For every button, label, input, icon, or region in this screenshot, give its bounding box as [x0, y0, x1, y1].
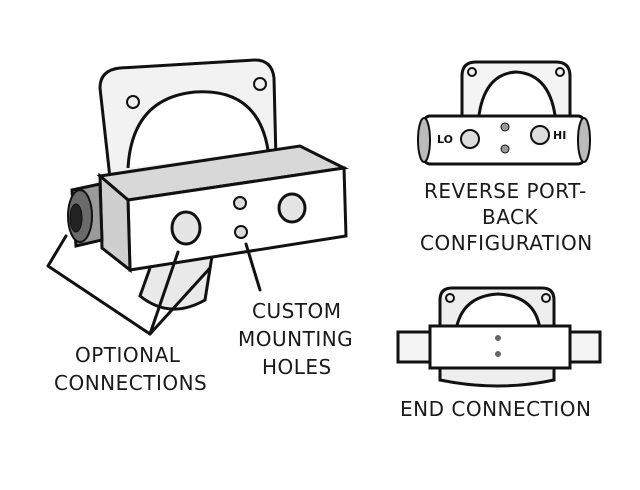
reverse-end-left — [417, 117, 431, 163]
reverse-port-lo — [460, 129, 480, 149]
end-fitting-bore — [69, 203, 83, 233]
end-mount-hole — [495, 351, 501, 357]
mounting-hole — [233, 196, 247, 210]
main-gauge-screw — [253, 77, 267, 91]
main-gauge-screw — [126, 95, 140, 109]
leader-optional-2 — [148, 266, 212, 336]
end-connection-label: END CONNECTION — [400, 397, 591, 421]
custom-label-line-3: HOLES — [262, 355, 332, 379]
custom-label-line-2: MOUNTING — [238, 327, 353, 351]
leader-custom — [244, 242, 262, 292]
end-connection-gauge — [396, 286, 602, 388]
reverse-screw — [467, 67, 477, 77]
end-gauge-face — [454, 292, 542, 331]
reverse-label-line-3: CONFIGURATION — [420, 231, 593, 255]
main-gauge-face — [126, 90, 270, 169]
reverse-mount-hole — [500, 122, 510, 132]
end-manifold — [428, 324, 572, 370]
reverse-port-gauge: LO HI — [417, 60, 591, 166]
reverse-gauge-face — [476, 70, 558, 125]
optional-label-line-1: OPTIONAL — [75, 343, 181, 367]
reverse-mount-hole — [500, 144, 510, 154]
front-port — [170, 210, 202, 246]
end-fitting-right — [568, 330, 602, 364]
custom-label-line-1: CUSTOM — [252, 299, 342, 323]
reverse-end-right — [577, 117, 591, 163]
reverse-screw — [555, 67, 565, 77]
optional-label-line-2: CONNECTIONS — [54, 371, 207, 395]
reverse-port-hi — [530, 125, 550, 145]
mounting-hole — [234, 225, 248, 239]
end-mount-hole — [495, 335, 501, 341]
main-gauge-assembly — [46, 58, 349, 336]
front-port — [277, 192, 307, 224]
reverse-label-line-1: REVERSE PORT- — [424, 179, 587, 203]
hi-port-mark: HI — [553, 129, 566, 142]
lo-port-mark: LO — [437, 133, 453, 146]
end-fitting-left — [396, 330, 432, 364]
end-gauge-screw — [541, 293, 551, 303]
leader-optional — [46, 234, 180, 336]
reverse-label-line-2: BACK — [482, 205, 539, 229]
end-gauge-screw — [445, 293, 455, 303]
